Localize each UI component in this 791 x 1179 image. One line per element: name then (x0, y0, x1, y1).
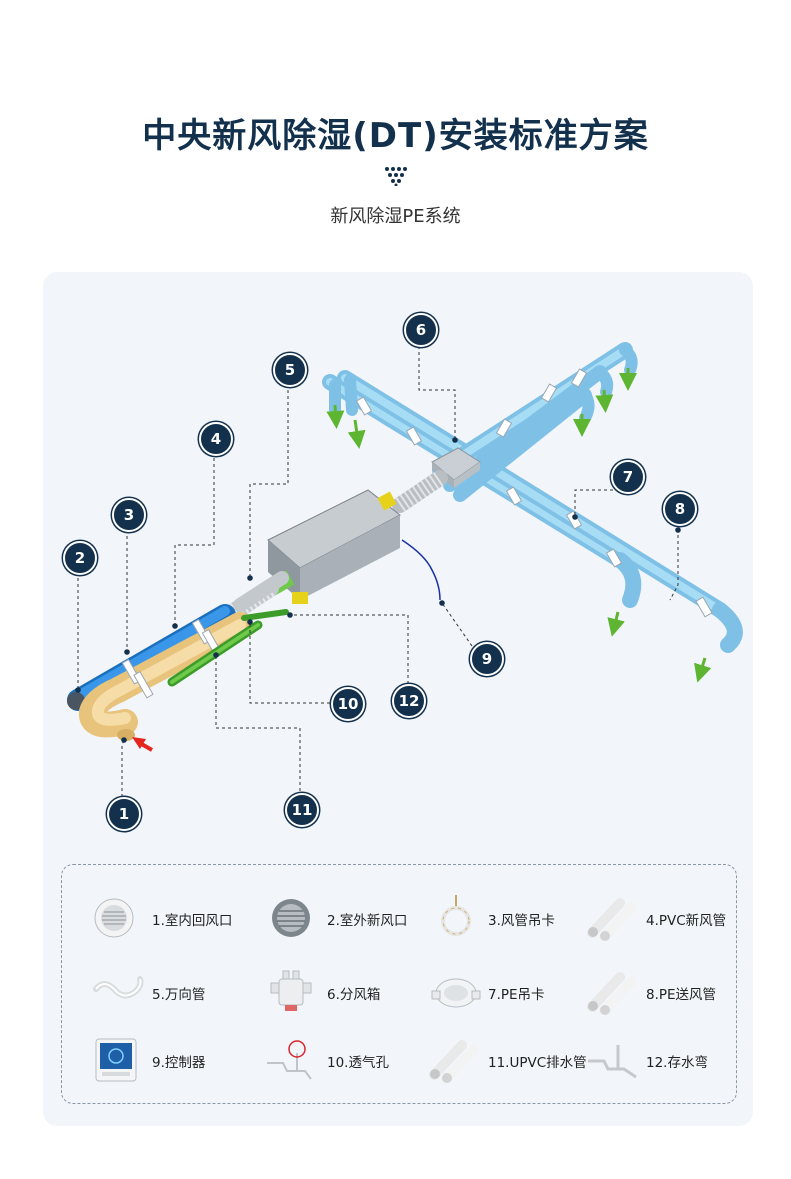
legend-label: 2.室外新风口 (327, 913, 408, 929)
callout-11-12: 12 (392, 684, 426, 718)
callout-6: 6 (404, 313, 438, 347)
legend-label: 9.控制器 (152, 1055, 206, 1071)
upvc-drain-pipe-icon (429, 1040, 479, 1083)
legend-label: 8.PE送风管 (646, 987, 717, 1003)
brand-logo-icon (385, 167, 407, 186)
callout-2: 2 (63, 541, 97, 575)
legend-label: 1.室内回风口 (152, 913, 233, 929)
flexible-hose-icon (93, 976, 144, 999)
callout-7: 7 (611, 460, 645, 494)
indoor-return-vent-icon (94, 898, 134, 938)
callout-5: 5 (273, 353, 307, 387)
page-title: 中央新风除湿(DT)安装标准方案 (142, 116, 649, 156)
pe-clamps (355, 368, 713, 618)
legend-label: 11.UPVC排水管 (488, 1055, 587, 1071)
pe-clamp-icon (431, 978, 481, 1008)
legend-label: 5.万向管 (152, 987, 206, 1003)
callout-10: 10 (331, 687, 365, 721)
pe-supply-pipe-icon (587, 972, 637, 1015)
duct-hanger-icon (441, 895, 471, 936)
callout-anchors (75, 437, 681, 743)
water-trap-icon (588, 1045, 637, 1079)
parts-legend: 1.室内回风口 2.室外新风口 3.风管吊卡 4.PVC新风管 5.万向管 (61, 864, 737, 1104)
legend-label: 3.风管吊卡 (488, 913, 555, 929)
return-air-pipe (78, 612, 253, 741)
outdoor-fresh-air-vent-icon (272, 899, 310, 937)
legend-label: 7.PE吊卡 (488, 987, 545, 1003)
flexible-hose (392, 470, 448, 513)
system-diagram (67, 342, 743, 797)
legend-label: 4.PVC新风管 (646, 913, 727, 929)
airflow-arrows (326, 368, 712, 683)
vent-hole-icon (267, 1040, 312, 1080)
callout-11: 11 (285, 793, 319, 827)
callout-3: 3 (112, 498, 146, 532)
page-subtitle: 新风除湿PE系统 (330, 206, 461, 227)
air-distribution-box-icon (270, 970, 312, 1011)
controller-wire (401, 539, 441, 601)
callout-4: 4 (199, 422, 233, 456)
pvc-pipe-icon (587, 898, 637, 941)
legend-label: 12.存水弯 (646, 1055, 708, 1071)
legend-label: 6.分风箱 (327, 987, 381, 1003)
dehumidifier-unit (267, 489, 401, 604)
controller-icon (95, 1038, 137, 1082)
legend-label: 10.透气孔 (327, 1055, 389, 1071)
callout-9: 9 (470, 642, 504, 676)
callout-1: 1 (107, 797, 141, 831)
return-air-arrow (132, 737, 153, 752)
callout-8: 8 (663, 492, 697, 526)
